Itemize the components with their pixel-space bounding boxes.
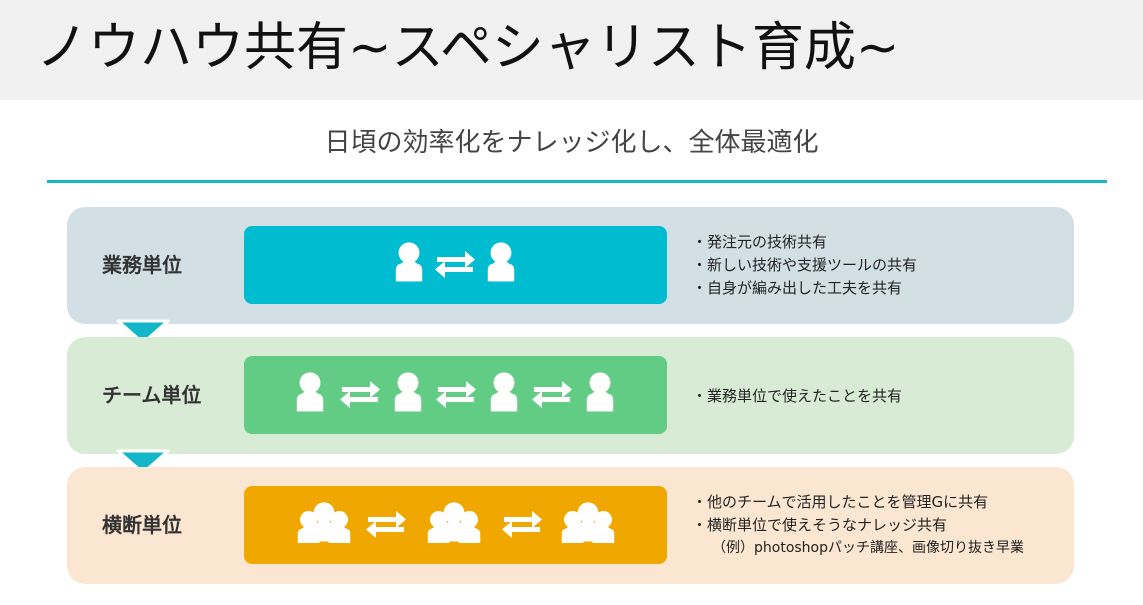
band-label: 業務単位 bbox=[102, 253, 182, 277]
band-label: 横断単位 bbox=[102, 513, 182, 537]
band-notes: ・発注元の技術共有 ・新しい技術や支援ツールの共有 ・自身が編み出した工夫を共有 bbox=[692, 231, 917, 300]
band-notes: ・他のチームで活用したことを管理Gに共有 ・横断単位で使えそうなナレッジ共有 （… bbox=[692, 491, 1024, 560]
band-cross-unit: 横断単位 ・他のチームで活用したことを管理Gに共有 ・横断単位で使えそうなナレッ… bbox=[67, 467, 1074, 584]
divider-line bbox=[47, 180, 1107, 183]
band-notes: ・業務単位で使えたことを共有 bbox=[692, 385, 902, 408]
three-groups-exchange-icon bbox=[244, 486, 667, 564]
band-label: チーム単位 bbox=[102, 383, 202, 407]
note-item: ・他のチームで活用したことを管理Gに共有 bbox=[692, 493, 989, 511]
page-subtitle: 日頃の効率化をナレッジ化し、全体最適化 bbox=[324, 128, 819, 158]
note-example: （例）photoshopパッチ講座、画像切り抜き早業 bbox=[712, 540, 1024, 556]
note-item: ・業務単位で使えたことを共有 bbox=[692, 387, 903, 405]
two-people-exchange-icon bbox=[244, 226, 667, 304]
note-item: ・横断単位で使えそうなナレッジ共有 bbox=[692, 516, 948, 534]
band-business-unit: 業務単位 bbox=[67, 207, 1074, 324]
title-bar: ノウハウ共有~スペシャリスト育成~ bbox=[0, 0, 1143, 100]
note-item: ・新しい技術や支援ツールの共有 bbox=[692, 256, 918, 274]
band-team-unit: チーム単位 ・業務単位で使えたことを共有 bbox=[67, 337, 1074, 454]
note-item: ・発注元の技術共有 bbox=[692, 233, 828, 251]
down-triangle-icon bbox=[116, 319, 170, 345]
page-title: ノウハウ共有~スペシャリスト育成~ bbox=[36, 18, 900, 78]
note-item: ・自身が編み出した工夫を共有 bbox=[692, 279, 903, 297]
down-triangle-icon bbox=[116, 449, 170, 475]
four-people-exchange-icon bbox=[244, 356, 667, 434]
